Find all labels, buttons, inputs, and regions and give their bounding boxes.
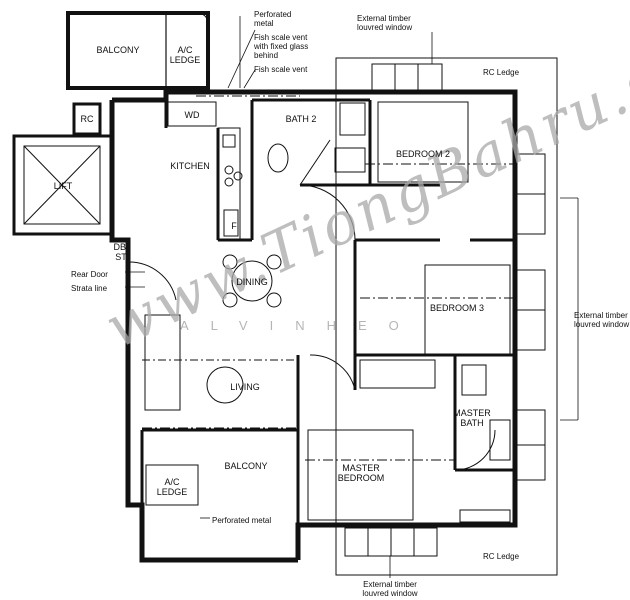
label-bedroom3: BEDROOM 3 [429, 303, 485, 313]
annotation-fish-vent-2: with fixed glass [254, 42, 309, 51]
annotation-ext-right-2: louvred window [574, 320, 630, 329]
annotation-ext-bottom-1: External timber [363, 580, 417, 589]
label-ac-ledge-bottom-2: LEDGE [156, 487, 188, 497]
annotation-ext-bottom-2: louvred window [362, 589, 418, 598]
label-ac-ledge-top-1: A/C [177, 45, 193, 55]
annotation-perforated-top-1: Perforated [254, 10, 292, 19]
annotation-perforated-top-2: metal [254, 19, 274, 28]
ac-ledge-bottom [145, 464, 199, 506]
label-master-bath-1: MASTER [453, 408, 491, 418]
annotation-fish-vent-3: behind [254, 51, 279, 60]
rc-box [72, 102, 102, 136]
annotation-fish-vent-1: Fish scale vent [254, 33, 308, 42]
label-master-bath-2: BATH [460, 418, 484, 428]
label-balcony-bottom: BALCONY [224, 461, 268, 471]
label-balcony-top: BALCONY [96, 45, 140, 55]
label-bedroom2: BEDROOM 2 [395, 149, 451, 159]
label-master-bedroom-2: BEDROOM [337, 473, 385, 483]
annotation-rc-ledge-bottom: RC Ledge [483, 552, 520, 561]
watermark-sub: ALVINHEO [180, 318, 421, 333]
annotation-fish-vent-simple: Fish scale vent [254, 65, 308, 74]
label-rc: RC [80, 114, 94, 124]
label-db-1: DB/ [113, 242, 129, 252]
bed-master [307, 429, 414, 521]
annotation-rear-door: Rear Door [71, 270, 108, 279]
label-master-bedroom-1: MASTER [342, 463, 380, 473]
label-lift: LIFT [53, 181, 73, 191]
bed-bedroom2 [377, 101, 469, 183]
annotation-ext-top-2: louvred window [357, 23, 413, 32]
label-dining: DINING [236, 277, 268, 287]
label-living: LIVING [230, 382, 260, 392]
washer-dryer [167, 101, 217, 127]
label-kitchen: KITCHEN [170, 161, 210, 171]
louvred-window-top [371, 63, 443, 93]
label-ac-ledge-bottom-1: A/C [164, 477, 180, 487]
label-f: F [231, 221, 237, 231]
label-bath2: BATH 2 [285, 114, 317, 124]
annotation-strata-line: Strata line [71, 284, 108, 293]
annotation-rc-ledge-top: RC Ledge [483, 68, 520, 77]
balcony-top-wall [66, 11, 210, 90]
dining-table [231, 260, 273, 302]
label-ac-ledge-top-2: LEDGE [169, 55, 201, 65]
kitchen-counter [217, 127, 241, 241]
annotation-perforated-bottom: Perforated metal [212, 516, 272, 525]
rc-ledge-outline [335, 57, 558, 576]
annotation-ext-right-1: External timber [574, 311, 628, 320]
annotation-ext-top-1: External timber [357, 14, 411, 23]
label-db-2: ST [115, 252, 127, 262]
label-wd: WD [184, 110, 200, 120]
living-sofa [144, 314, 181, 411]
